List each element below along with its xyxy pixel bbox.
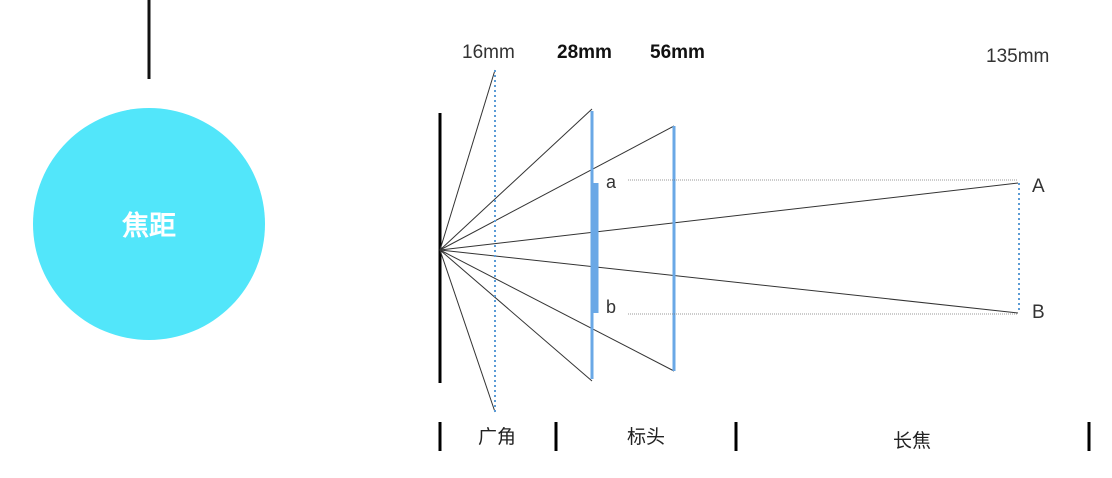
range-label-wide: 广角 xyxy=(478,426,516,448)
label-135mm: 135mm xyxy=(986,46,1049,67)
title-text: 焦距 xyxy=(122,210,176,242)
rays-16mm xyxy=(439,69,496,413)
label-28mm: 28mm xyxy=(557,42,612,63)
range-label-standard: 标头 xyxy=(627,426,665,448)
label-point-B: B xyxy=(1032,302,1045,323)
label-56mm: 56mm xyxy=(650,42,705,63)
rays-28mm xyxy=(439,108,593,382)
rays-56mm xyxy=(439,125,675,372)
range-label-telephoto: 长焦 xyxy=(893,430,931,452)
label-point-a: a xyxy=(606,172,617,192)
title-circle xyxy=(33,108,265,340)
label-16mm: 16mm xyxy=(462,42,515,63)
label-point-A: A xyxy=(1032,176,1045,197)
range-bar-markers xyxy=(438,422,1091,451)
rays-135mm xyxy=(439,182,1019,314)
label-point-b: b xyxy=(606,297,616,317)
